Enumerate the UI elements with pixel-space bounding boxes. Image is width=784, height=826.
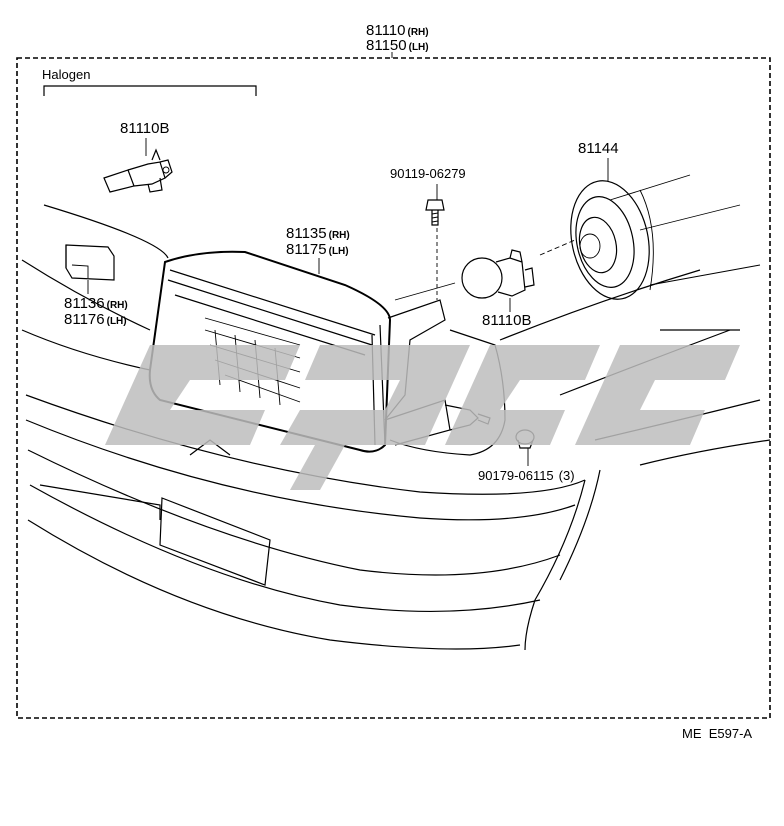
label-unit-rh: 81135(RH) — [286, 225, 350, 242]
cjsc-watermark: cjsc — [105, 345, 740, 490]
label-screw: 90119-06279 — [390, 166, 466, 181]
bulb-part — [461, 249, 535, 299]
label-reflector: 81144 — [578, 140, 619, 157]
label-bulb-b: 81110B — [482, 312, 532, 329]
bracket-part — [65, 244, 115, 281]
section-label-halogen: Halogen — [42, 67, 90, 82]
reflector-part — [570, 180, 654, 300]
halogen-bracket — [43, 85, 257, 96]
label-clip: 90179-06115(3) — [478, 468, 575, 483]
halogen-bulb — [103, 148, 173, 193]
label-unit-lh: 81175(LH) — [286, 241, 349, 258]
screw-part — [425, 199, 445, 226]
top-part-number-lh: 81150(LH) — [366, 37, 429, 54]
label-bracket-rh: 81136(RH) — [64, 295, 128, 312]
top-part-number-rh: 81110(RH) — [366, 22, 429, 39]
label-bulb-a: 81110B — [120, 120, 170, 137]
leader-lines — [87, 138, 609, 466]
diagram-code: ME E597-A — [682, 726, 752, 741]
label-bracket-lh: 81176(LH) — [64, 311, 127, 328]
assembly-frame — [16, 57, 771, 719]
